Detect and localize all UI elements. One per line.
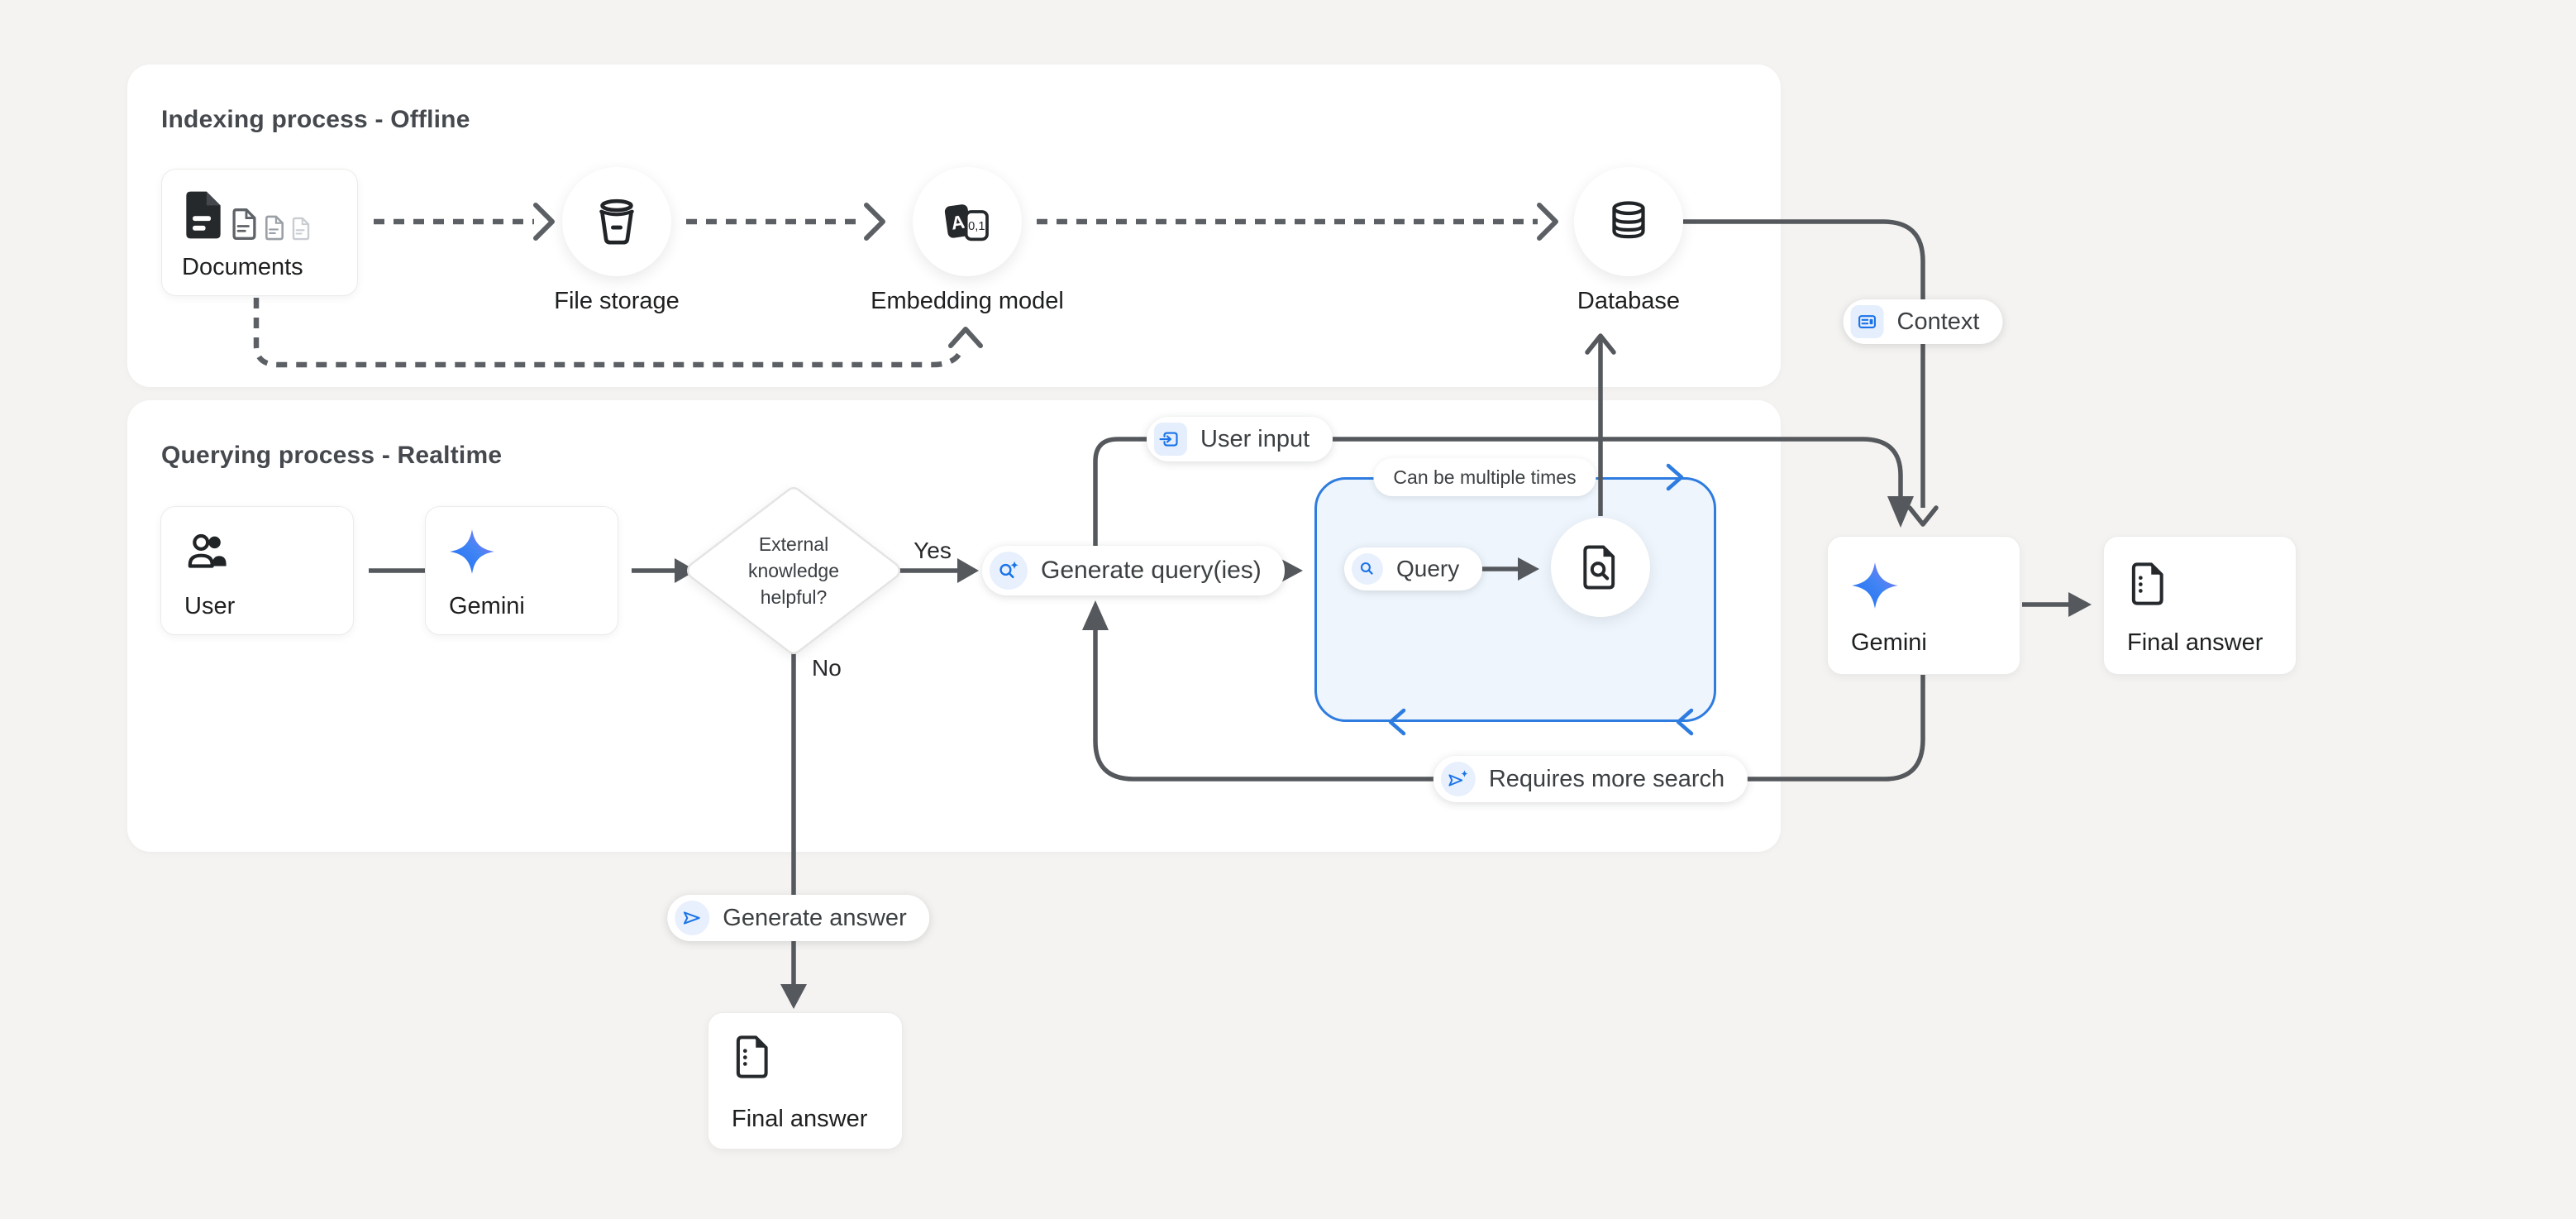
output-final-answer-label: Final answer <box>2127 629 2264 656</box>
context-icon-chip <box>1850 305 1884 338</box>
edge-userinput-to-output-gemini <box>1093 437 1903 546</box>
loop-note-label: Can be multiple times <box>1393 466 1577 488</box>
querying-panel-title: Querying process - Realtime <box>161 442 503 469</box>
requires-more-search-pill: Requires more search <box>1433 756 1748 802</box>
database-node <box>1574 167 1683 276</box>
output-gemini-label: Gemini <box>1851 629 1927 656</box>
loop-direction-arrows <box>1388 463 1694 736</box>
svg-text:0,1: 0,1 <box>968 220 985 233</box>
user-input-pill: User input <box>1147 417 1333 461</box>
send-sparkle-icon <box>1448 769 1468 786</box>
final-answer-file-icon <box>2131 562 2163 605</box>
query-pill: Query <box>1344 547 1483 590</box>
document-icon-primary <box>186 191 221 239</box>
user-icon <box>188 533 227 568</box>
document-icon-quaternary <box>292 217 310 241</box>
document-search-icon <box>1583 545 1615 590</box>
search-sparkle-icon <box>999 561 1019 579</box>
embedding-model-label: Embedding model <box>871 288 1064 314</box>
document-icon-tertiary <box>265 215 284 241</box>
query-icon-chip <box>1352 553 1383 585</box>
embedding-model-icon: A 0,1 <box>944 204 989 241</box>
svg-text:A: A <box>950 211 966 234</box>
generate-queries-label: Generate query(ies) <box>1041 557 1262 584</box>
documents-label: Documents <box>182 254 303 280</box>
documents-icon <box>182 189 311 241</box>
user-input-icon-chip <box>1154 423 1187 456</box>
file-storage-node <box>562 167 671 276</box>
edge-database-context-to-gemini <box>1683 219 1925 508</box>
embedding-model-node: A 0,1 <box>913 167 1022 276</box>
requires-more-search-icon-chip <box>1440 762 1476 796</box>
gemini-icon <box>450 529 494 574</box>
dashed-arrowheads <box>533 203 1558 348</box>
user-label: User <box>184 593 236 619</box>
arrowhead-database-up <box>1585 333 1616 355</box>
generate-queries-icon-chip <box>990 552 1028 590</box>
query-embedding-node <box>1551 518 1650 617</box>
search-icon <box>1360 562 1373 575</box>
gemini-icon <box>1852 562 1898 609</box>
indexing-panel-title: Indexing process - Offline <box>161 106 470 133</box>
user-input-label: User input <box>1200 425 1310 452</box>
storage-bucket-icon <box>599 198 634 245</box>
documents-card: Documents <box>161 169 358 296</box>
database-label: Database <box>1577 288 1681 314</box>
solid-chevron-arrowheads <box>1585 333 1939 527</box>
edge-documents-to-embedding-loop <box>253 298 966 368</box>
user-card: User <box>160 506 354 635</box>
send-icon <box>683 911 700 925</box>
arrowhead-context-down <box>1907 505 1939 527</box>
decision-diamond-text: External knowledge helpful? <box>748 533 839 608</box>
input-icon <box>1159 432 1178 447</box>
file-storage-label: File storage <box>554 288 680 314</box>
generate-answer-icon-chip <box>675 901 710 935</box>
retrieval-loop-box <box>1314 477 1716 722</box>
final-answer-bottom-label: Final answer <box>732 1106 868 1132</box>
gemini-label: Gemini <box>449 593 525 619</box>
gemini-card: Gemini <box>425 506 618 635</box>
output-final-answer-card: Final answer <box>2103 536 2297 675</box>
decision-diamond <box>687 487 900 654</box>
requires-more-search-label: Requires more search <box>1488 765 1725 792</box>
solid-flows <box>369 219 2068 986</box>
database-icon <box>1612 201 1645 239</box>
loop-note-pill: Can be multiple times <box>1373 458 1596 496</box>
generate-queries-pill: Generate query(ies) <box>982 546 1285 595</box>
dashed-flows <box>253 218 1538 368</box>
no-label: No <box>812 655 842 681</box>
final-answer-file-icon <box>736 1035 768 1078</box>
context-pill: Context <box>1843 299 2003 344</box>
final-answer-card-bottom: Final answer <box>708 1012 903 1150</box>
output-gemini-card: Gemini <box>1827 536 2020 675</box>
context-icon <box>1858 315 1876 328</box>
document-icon-secondary <box>232 208 256 240</box>
context-label: Context <box>1896 308 1980 335</box>
yes-label: Yes <box>914 538 952 563</box>
generate-answer-label: Generate answer <box>723 904 907 931</box>
generate-answer-pill: Generate answer <box>667 895 930 941</box>
query-label: Query <box>1396 556 1460 581</box>
